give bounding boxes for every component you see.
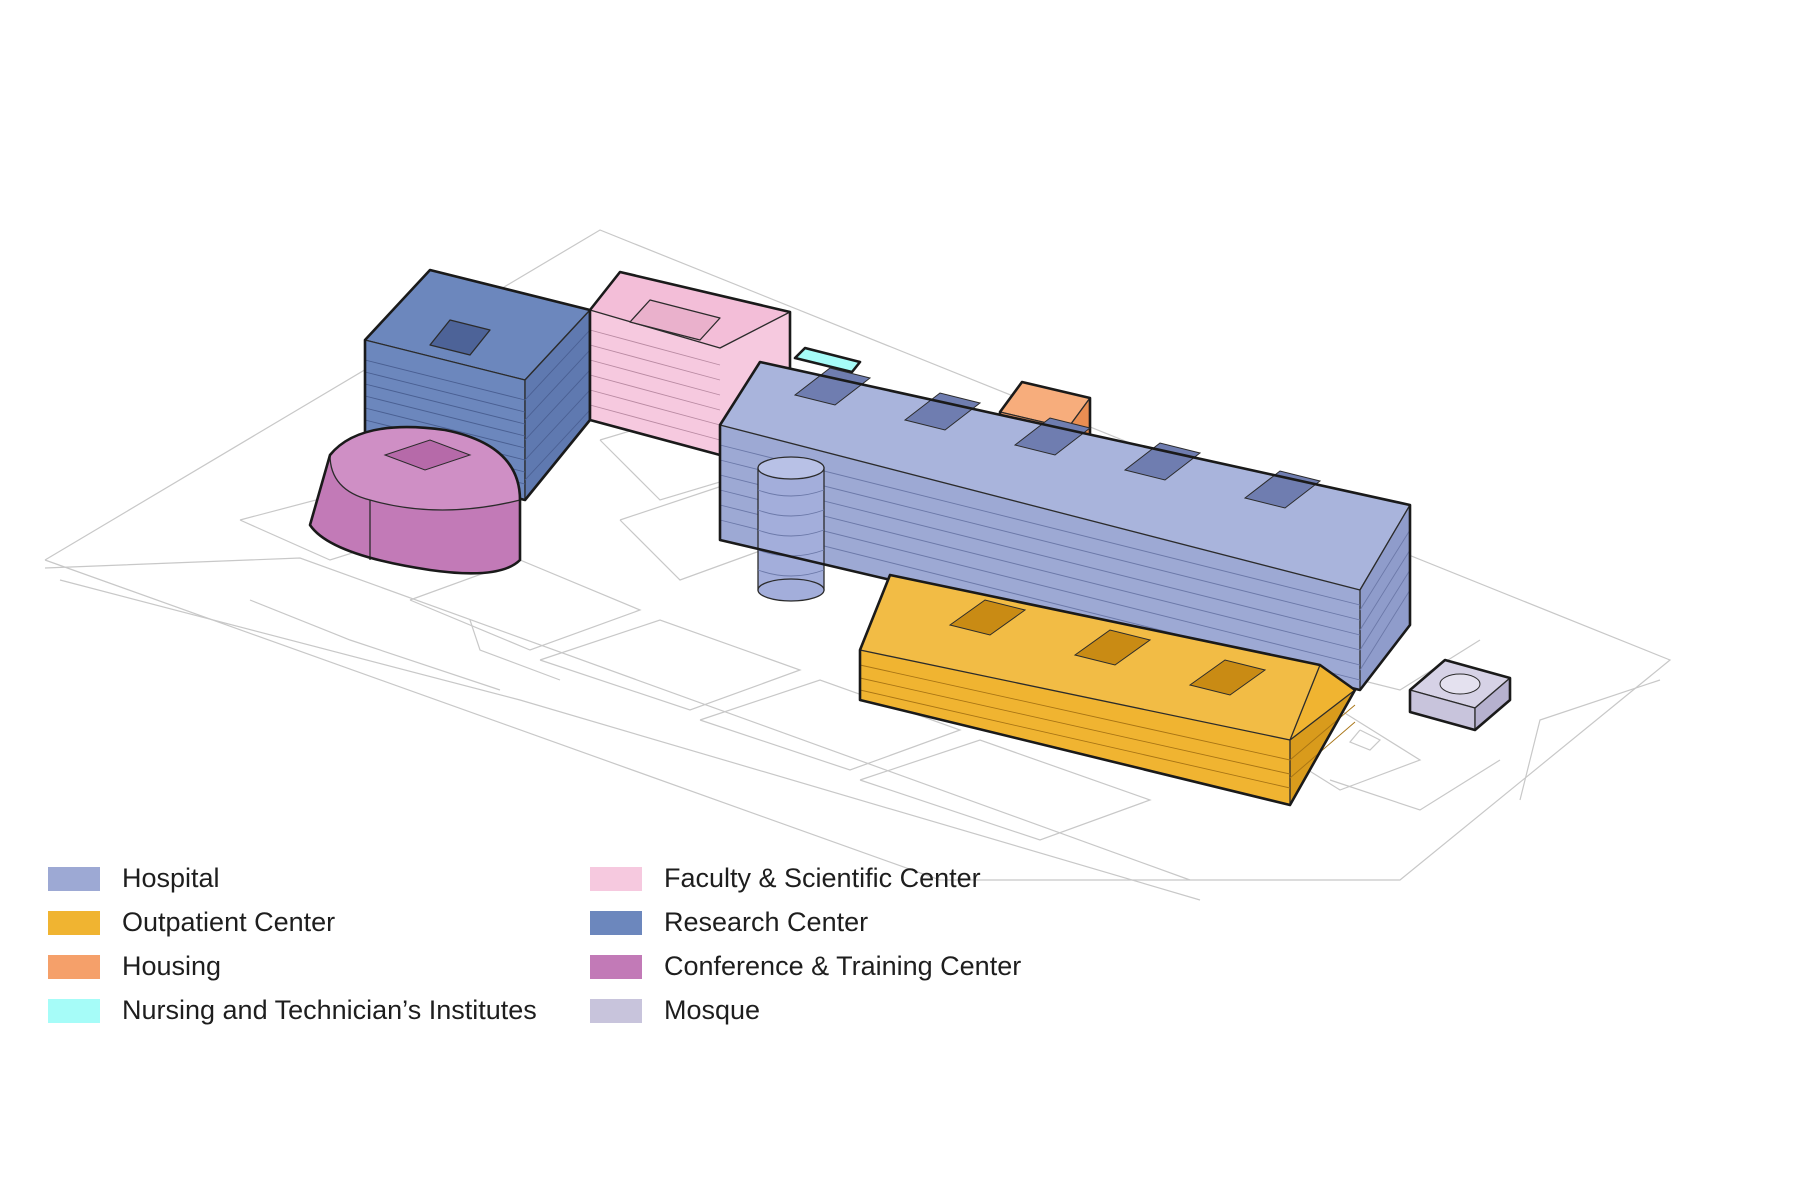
legend-swatch-nursing-institutes bbox=[48, 999, 100, 1023]
legend-swatch-conference-training-center bbox=[590, 955, 642, 979]
mosque-block bbox=[1410, 660, 1510, 730]
legend-swatch-outpatient-center bbox=[48, 911, 100, 935]
legend-label: Nursing and Technician’s Institutes bbox=[122, 995, 537, 1026]
legend-swatch-hospital bbox=[48, 867, 100, 891]
legend-label: Housing bbox=[122, 951, 221, 982]
legend-label: Hospital bbox=[122, 863, 220, 894]
legend-label: Research Center bbox=[664, 907, 868, 938]
legend-label: Mosque bbox=[664, 995, 760, 1026]
legend-swatch-housing bbox=[48, 955, 100, 979]
legend-label: Conference & Training Center bbox=[664, 951, 1021, 982]
legend-swatch-research-center bbox=[590, 911, 642, 935]
legend-swatch-mosque bbox=[590, 999, 642, 1023]
conference-training-block bbox=[310, 427, 520, 573]
nursing-institutes-block bbox=[795, 348, 860, 372]
legend-swatch-faculty-scientific-center bbox=[590, 867, 642, 891]
legend-label: Outpatient Center bbox=[122, 907, 335, 938]
legend-label: Faculty & Scientific Center bbox=[664, 863, 981, 894]
hospital-cylinder bbox=[758, 457, 824, 601]
